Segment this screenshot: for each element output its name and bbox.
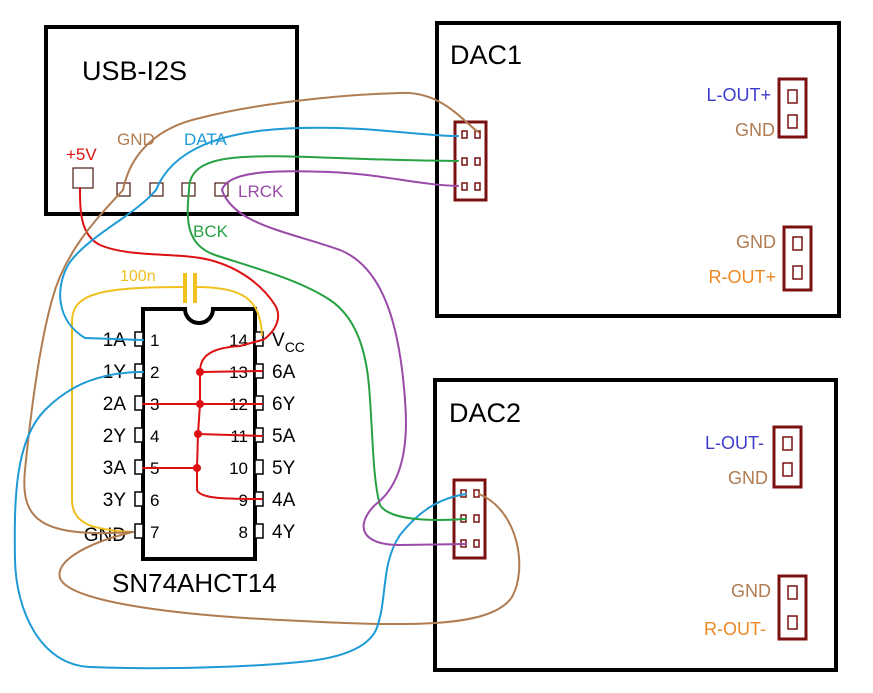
chip-pin-label: 1Y <box>103 362 127 383</box>
dac1-pad <box>461 130 468 139</box>
chip-pin-label: 5Y <box>272 458 296 479</box>
dac2-pad <box>782 436 793 451</box>
label-gnd-usb: GND <box>117 130 155 149</box>
chip-pin-number: 1 <box>150 331 159 350</box>
chip-pin-number: 11 <box>230 427 248 446</box>
dac1-label-gnd-l: GND <box>735 120 775 140</box>
wire-data-dac1 <box>155 126 459 191</box>
chip-pin-number: 4 <box>150 427 159 446</box>
dac2-label-l-out: L-OUT- <box>705 433 764 453</box>
usb-i2s-board <box>44 25 299 216</box>
dac1-pad <box>787 89 798 104</box>
usb-i2s-title: USB-I2S <box>82 56 187 86</box>
label-bck: BCK <box>193 222 229 241</box>
chip-pin-label-vcc: VCC <box>272 330 305 355</box>
wire-bck-dac2 <box>186 189 467 521</box>
chip-pin-label: 6Y <box>272 394 296 415</box>
chip-pin-number: 10 <box>229 459 248 478</box>
wire-gnd-dac1 <box>122 91 479 191</box>
wire-gnd-dac2 <box>58 493 521 626</box>
label-lrck: LRCK <box>238 182 284 201</box>
dac1-label-gnd-r: GND <box>736 232 776 252</box>
dac2-pad <box>782 462 793 477</box>
dac2-pad <box>787 585 798 600</box>
capacitor-plate <box>183 273 187 303</box>
wire-data-dac2 <box>13 371 467 670</box>
wire-gnd-chip <box>23 189 134 535</box>
chip-pin-label: 4Y <box>272 522 296 543</box>
chip-pin-label: 1A <box>103 330 127 351</box>
dac2-pad <box>787 615 798 630</box>
wire-data-chip <box>59 189 157 341</box>
cap-wire-vcc <box>194 286 263 336</box>
junction-dot <box>196 400 204 408</box>
junction-dot <box>193 464 201 472</box>
dac1-title: DAC1 <box>450 40 522 70</box>
dac1-pad <box>792 265 803 280</box>
wire-lrck-dac2 <box>221 189 467 546</box>
dac1-pad <box>792 236 803 251</box>
chip-pin-label: 4A <box>272 490 296 511</box>
chip-pin-label: 2A <box>103 394 127 415</box>
dac1-pad <box>474 157 481 166</box>
capacitor-label: 100n <box>120 268 156 285</box>
wire-5v <box>79 187 280 341</box>
wire-bck-dac1 <box>188 155 459 191</box>
chip-pin-number: 6 <box>150 491 159 510</box>
dac1-pad <box>461 182 468 191</box>
dac2-label-r-out: R-OUT- <box>704 619 766 639</box>
dac1-pad <box>474 182 481 191</box>
chip-pin-number: 9 <box>239 491 248 510</box>
chip-pin-label: 2Y <box>103 426 127 447</box>
dac2-pad <box>473 539 480 548</box>
chip-pin-number: 13 <box>229 363 248 382</box>
dac2-title: DAC2 <box>449 398 521 428</box>
pin-5v-pad <box>72 167 94 189</box>
dac2-pad <box>473 514 480 523</box>
dac1-label-r-out: R-OUT+ <box>709 267 777 287</box>
cap-wire-gnd <box>71 286 186 533</box>
chip-pin-label: 3Y <box>103 490 127 511</box>
dac1-board <box>435 21 841 318</box>
junction-dot <box>194 430 202 438</box>
chip-pin-label: 3A <box>103 458 127 479</box>
wire-lrck-dac1 <box>221 170 459 191</box>
chip-pin-label: 5A <box>272 426 296 447</box>
chip-pin-label: 6A <box>272 362 296 383</box>
dac1-pad <box>461 157 468 166</box>
dac2-label-gnd-r: GND <box>731 581 771 601</box>
chip-pin-number: 8 <box>239 523 248 542</box>
dac2-l-out-header <box>772 425 803 489</box>
dac1-pad <box>787 114 798 129</box>
wire-4a <box>196 467 263 500</box>
chip-name: SN74AHCT14 <box>112 568 277 598</box>
label-data: DATA <box>184 130 227 149</box>
chip-pin-number: 7 <box>150 523 159 542</box>
chip-pin-number: 2 <box>150 363 159 382</box>
label-5v: +5V <box>66 145 97 164</box>
dac1-label-l-out: L-OUT+ <box>706 85 771 105</box>
dac2-label-gnd-l: GND <box>728 468 768 488</box>
dac1-i2s-header <box>453 120 488 202</box>
dac2-board <box>433 378 838 672</box>
junction-dot <box>196 368 204 376</box>
capacitor-plate <box>193 273 197 303</box>
